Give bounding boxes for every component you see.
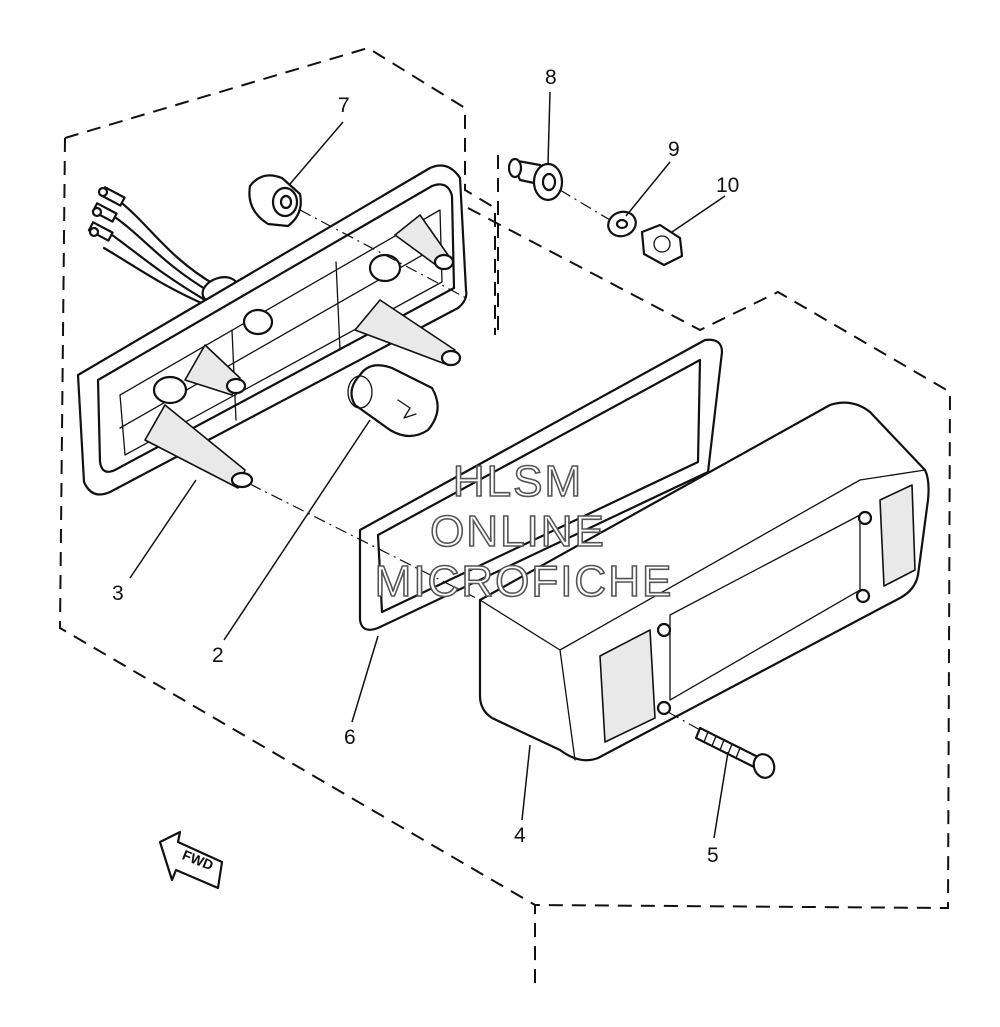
part-number-4: 4 <box>514 824 526 847</box>
watermark-line-3: MICROFICHE <box>375 557 674 606</box>
part-number-9: 9 <box>668 138 680 161</box>
part-number-8: 8 <box>545 66 557 89</box>
assembly-boundary <box>58 46 952 990</box>
callout-leaders <box>129 91 729 839</box>
lamp-housing <box>76 164 468 496</box>
part-number-7: 7 <box>338 94 350 117</box>
grommet <box>248 174 302 228</box>
watermark-line-1: HLSM <box>453 457 583 506</box>
fwd-arrow: FWD <box>158 830 224 890</box>
part-number-2: 2 <box>212 644 224 667</box>
part-number-5: 5 <box>707 844 719 867</box>
collar <box>507 157 564 202</box>
lens <box>478 401 930 762</box>
washer <box>607 210 637 238</box>
watermark: HLSM ONLINE MICROFICHE <box>374 456 674 607</box>
watermark-line-2: ONLINE <box>430 507 606 556</box>
part-number-6: 6 <box>344 726 356 749</box>
part-number-10: 10 <box>716 174 739 197</box>
nut <box>640 223 684 267</box>
alignment-lines <box>249 189 701 731</box>
part-number-3: 3 <box>112 582 124 605</box>
bulb <box>347 364 439 438</box>
screw <box>694 726 776 779</box>
wire-harness <box>87 186 239 308</box>
